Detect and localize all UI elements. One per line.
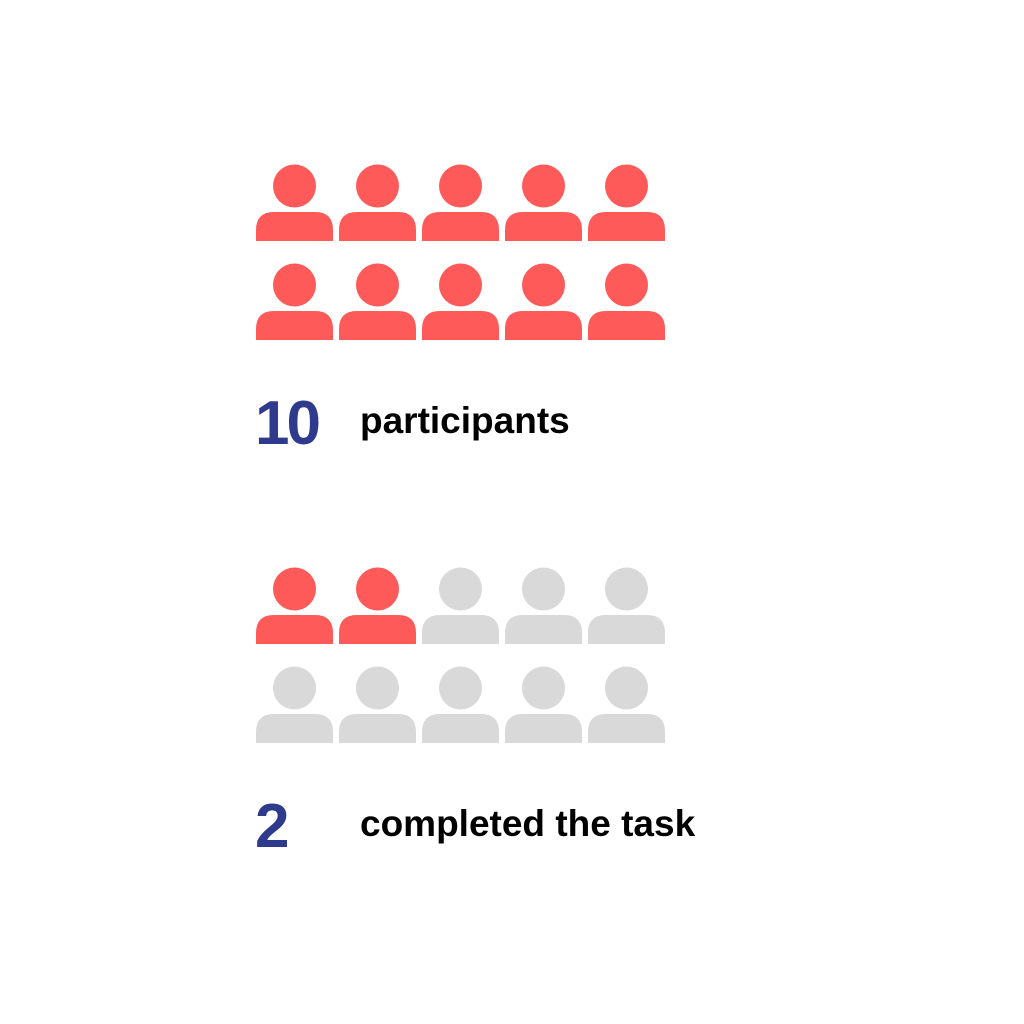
- person-icon: [505, 664, 582, 743]
- completed-label: completed the task: [360, 803, 696, 844]
- person-icon: [422, 664, 499, 743]
- person-icon: [422, 565, 499, 644]
- person-icon: [422, 162, 499, 241]
- person-icon: [339, 261, 416, 340]
- person-icon: [505, 162, 582, 241]
- person-icon: [256, 664, 333, 743]
- person-icon: [256, 162, 333, 241]
- person-icon: [588, 565, 665, 644]
- person-icon: [256, 261, 333, 340]
- person-icon: [588, 162, 665, 241]
- person-icon: [422, 261, 499, 340]
- person-icon: [505, 565, 582, 644]
- participants-count: 10: [255, 389, 321, 458]
- person-icon: [256, 565, 333, 644]
- person-icon: [588, 261, 665, 340]
- person-icon: [505, 261, 582, 340]
- person-icon: [339, 664, 416, 743]
- person-icon: [339, 565, 416, 644]
- person-icon: [339, 162, 416, 241]
- completed-count: 2: [255, 792, 290, 861]
- participants-label: participants: [360, 400, 570, 441]
- person-icon: [588, 664, 665, 743]
